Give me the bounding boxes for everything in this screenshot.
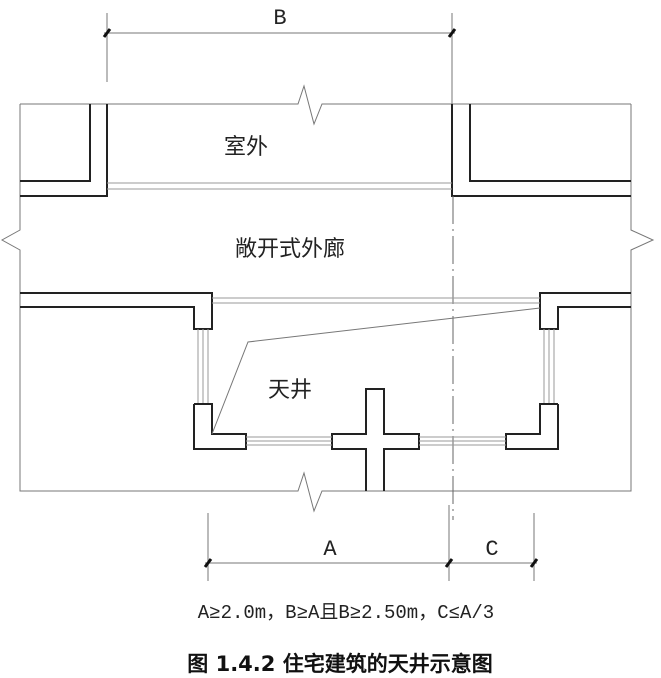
requirement-formula: A≥2.0m，B≥A且B≥2.50m，C≤A/3 <box>198 602 494 624</box>
dimension-b: B <box>102 6 457 104</box>
light-well-walls <box>20 292 631 491</box>
upper-walls <box>20 104 631 197</box>
dimension-label-a: A <box>323 537 337 562</box>
dimension-a-c: A C <box>203 505 539 581</box>
plan-outline <box>0 84 655 513</box>
dimension-label-c: C <box>485 537 498 562</box>
figure-caption: 图 1.4.2 住宅建筑的天井示意图 <box>187 652 492 676</box>
label-light-well: 天井 <box>268 378 312 403</box>
label-outdoor: 室外 <box>224 135 268 160</box>
label-open-corridor: 敞开式外廊 <box>235 237 345 262</box>
dimension-label-b: B <box>273 6 286 31</box>
